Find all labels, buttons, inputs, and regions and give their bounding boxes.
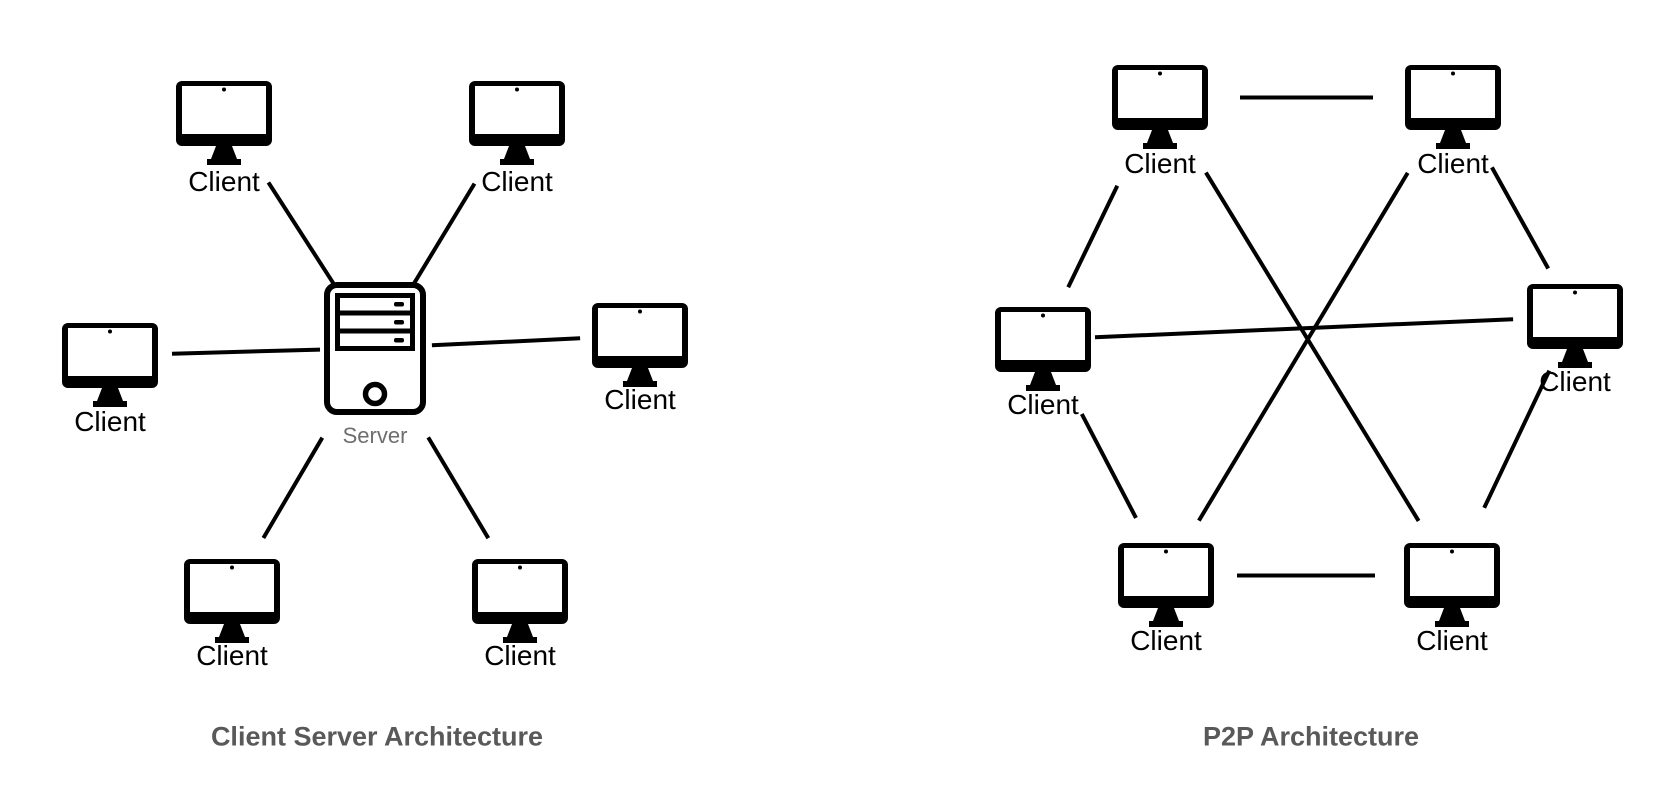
monitor-icon <box>62 323 158 411</box>
connection-line-p2p-client-top-left-p2p-client-bottom-right <box>1204 171 1421 522</box>
p2p-client-mid-left-label: Client <box>1007 389 1079 420</box>
monitor-icon <box>184 559 280 647</box>
p2p-client-top-right-label: Client <box>1417 148 1489 179</box>
cs-client-left <box>62 323 158 407</box>
p2p-client-top-left <box>1112 65 1208 149</box>
monitor-icon <box>1118 543 1214 631</box>
monitor-icon <box>1405 65 1501 153</box>
cs-client-bottom-left-label: Client <box>196 640 268 671</box>
monitor-icon <box>1527 284 1623 372</box>
monitor-icon <box>472 559 568 647</box>
connection-line-p2p-client-top-right-p2p-client-bottom-left <box>1197 171 1410 522</box>
server-tower-icon <box>324 282 426 419</box>
connection-line-p2p-client-mid-left-p2p-client-mid-right <box>1094 317 1514 340</box>
p2p-client-mid-right <box>1527 284 1623 368</box>
p2p-client-bottom-right-label: Client <box>1416 625 1488 656</box>
cs-client-top-left-label: Client <box>188 166 260 197</box>
cs-server <box>324 282 426 415</box>
p2p-client-bottom-left-label: Client <box>1130 625 1202 656</box>
cs-client-top-left <box>176 81 272 165</box>
cs-server-label: Server <box>342 423 408 448</box>
monitor-icon <box>176 81 272 169</box>
monitor-icon <box>592 303 688 391</box>
p2p-client-mid-right-label: Client <box>1539 366 1611 397</box>
p2p-client-top-right <box>1405 65 1501 149</box>
cs-client-right <box>592 303 688 387</box>
p2p-client-bottom-left <box>1118 543 1214 627</box>
connection-line-p2p-client-top-right-p2p-client-mid-right <box>1490 166 1550 270</box>
p2p-client-mid-left <box>995 307 1091 391</box>
client-server-title: Client Server Architecture <box>210 721 544 752</box>
p2p-title: P2P Architecture <box>1202 721 1420 752</box>
monitor-icon <box>469 81 565 169</box>
cs-client-bottom-right <box>472 559 568 643</box>
connection-line-p2p-client-top-left-p2p-client-mid-left <box>1066 184 1120 289</box>
cs-client-bottom-right-label: Client <box>484 640 556 671</box>
cs-client-right-label: Client <box>604 384 676 415</box>
cs-client-top-right <box>469 81 565 165</box>
p2p-client-bottom-right <box>1404 543 1500 627</box>
cs-client-left-label: Client <box>74 406 146 437</box>
cs-client-top-right-label: Client <box>481 166 553 197</box>
monitor-icon <box>995 307 1091 395</box>
connection-line-p2p-client-mid-left-p2p-client-bottom-left <box>1080 413 1138 519</box>
monitor-icon <box>1404 543 1500 631</box>
p2p-client-top-left-label: Client <box>1124 148 1196 179</box>
monitor-icon <box>1112 65 1208 153</box>
cs-client-bottom-left <box>184 559 280 643</box>
